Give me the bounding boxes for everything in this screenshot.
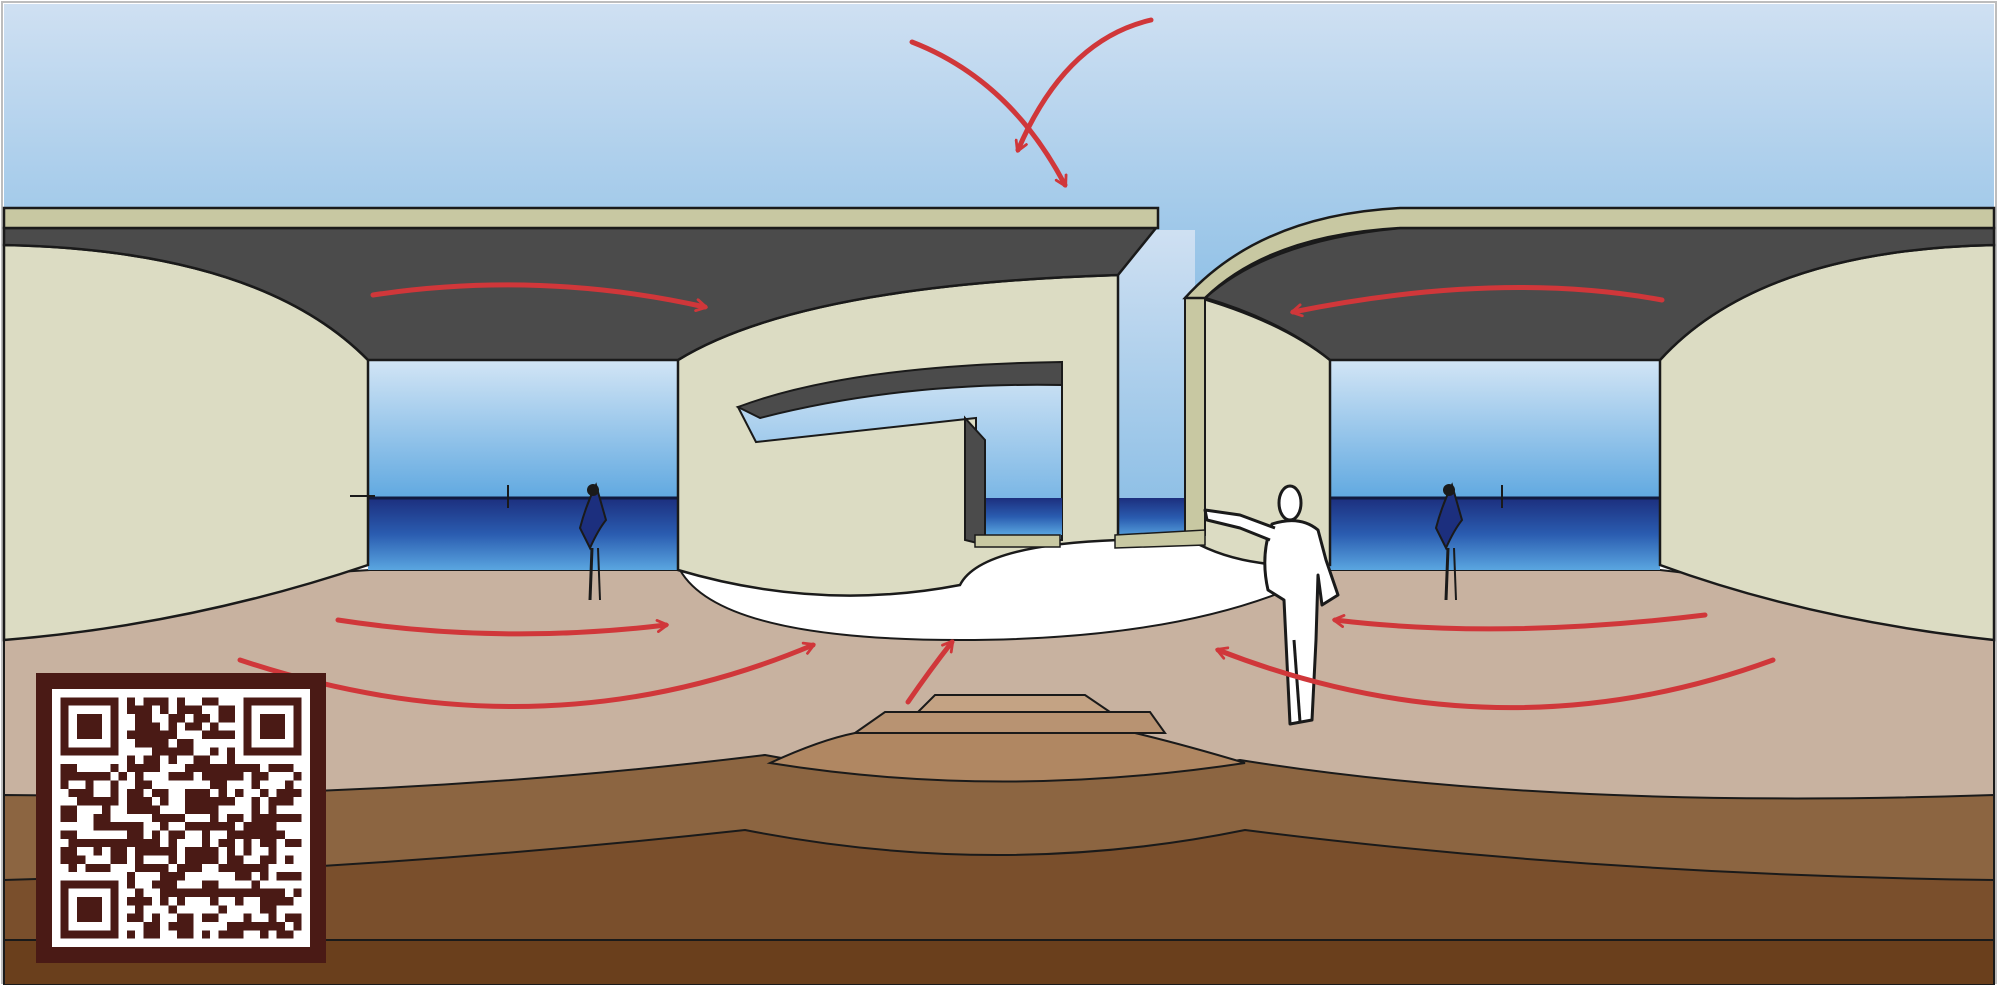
steps <box>766 694 1246 783</box>
pillar-base <box>1114 529 1206 549</box>
curved-flow-arrow-icon <box>1332 612 1708 632</box>
window-right-sky <box>1330 355 1660 500</box>
curved-flow-arrow-icon <box>905 639 955 705</box>
pillar-edge <box>1184 291 1206 540</box>
curved-flow-arrow-icon <box>1014 17 1154 153</box>
curved-flow-arrow-icon <box>1215 646 1776 711</box>
ceiling-right <box>1202 226 1996 362</box>
qr-code-icon <box>52 689 310 947</box>
curved-flow-arrow-icon <box>370 282 708 313</box>
roof-edge-right <box>1182 206 1996 300</box>
airflow-arrows <box>237 17 1776 711</box>
center-window-lintel <box>735 360 1063 420</box>
person-figure-icon <box>1203 484 1340 726</box>
center-window-side <box>964 415 986 547</box>
ground-layer-3 <box>3 939 1995 985</box>
person-figure-icon <box>578 482 608 601</box>
qr-code[interactable] <box>36 673 326 963</box>
ceiling-left <box>2 226 1159 362</box>
center-window-sea <box>985 498 1062 535</box>
curved-flow-arrow-icon <box>909 39 1068 188</box>
roof-edge-left <box>2 206 1160 230</box>
curved-flow-arrow-icon <box>335 617 669 637</box>
person-figure-icon <box>1434 482 1464 601</box>
window-left-sea <box>368 498 678 570</box>
curved-flow-arrow-icon <box>1290 285 1665 318</box>
window-right-sea <box>1330 498 1660 570</box>
center-window-sill <box>974 534 1061 548</box>
sky-gap <box>1115 230 1195 500</box>
window-left-sky <box>368 355 678 500</box>
